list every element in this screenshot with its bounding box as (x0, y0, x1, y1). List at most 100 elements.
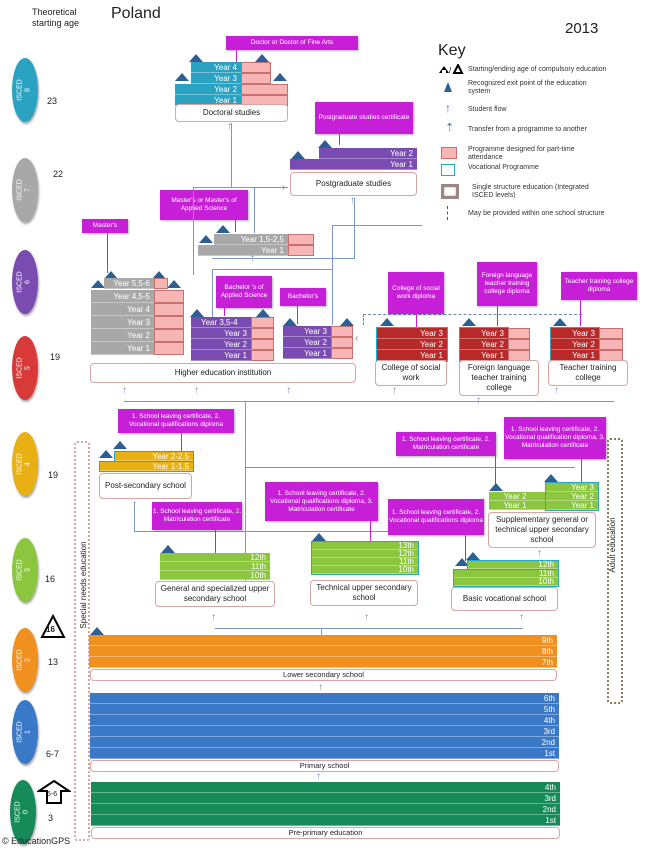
part-time-block (288, 245, 314, 256)
higher-education-institution-box: Higher education institution (90, 363, 356, 383)
special-needs-label: Special needs education (79, 541, 88, 629)
age-heading: Theoretical starting age (32, 7, 80, 28)
isced-2-pill: ISCED 2 (12, 628, 38, 692)
exit-point-icon (216, 225, 230, 233)
exit-point-icon (380, 318, 394, 326)
doctoral-years-lower: Year 2 Year 1 (175, 84, 241, 106)
part-time-block (154, 278, 168, 289)
compulsory-age-icon: / (438, 62, 464, 77)
part-time-block (241, 84, 288, 106)
exit-point-icon (340, 318, 354, 326)
part-time-block (331, 326, 353, 359)
award-connector (495, 456, 497, 484)
flow-line (193, 187, 195, 275)
exit-point-icon (91, 280, 105, 288)
award-connector (416, 314, 418, 328)
age-isced-2: 13 (48, 657, 59, 667)
exit-point-icon (113, 441, 127, 449)
award-teacher-training: Teacher training college diploma (561, 272, 637, 300)
part-time-block (288, 234, 314, 245)
copyright-text: © EducationGPS (2, 836, 71, 846)
primary-school-box: Primary school (90, 760, 559, 772)
supplementary-upper-secondary-box: Supplementary general or technical upper… (488, 512, 596, 548)
exit-point-icon (553, 318, 567, 326)
compulsory-end-triangle-icon: 16 (40, 613, 66, 640)
pre-primary-education-box: Pre-primary education (91, 827, 560, 839)
exit-point-icon (161, 545, 175, 553)
flow-line (193, 187, 288, 189)
exit-point-icon (152, 271, 166, 279)
flow-arrow-icon: ↑ (286, 385, 291, 396)
award-connector (181, 433, 183, 453)
key-title: Key (438, 42, 466, 59)
key-item-label: Single structure education (Integrated I… (472, 184, 589, 199)
flow-arrow-icon: ↑ (250, 253, 255, 264)
exit-point-icon (455, 558, 469, 566)
award-supplementary-technical: 1. School leaving certificate, 2. Vocati… (504, 417, 606, 459)
isced-5-pill: ISCED 5 (12, 336, 38, 400)
teacher-training-years: Year 3 Year 2 Year 1 (550, 327, 600, 362)
doctoral-studies-box: Doctoral studies (175, 104, 288, 122)
transfer-dashed-arrow-icon: ⇡ (445, 122, 455, 134)
supplementary-general-years: Year 2 Year 1 (489, 492, 545, 510)
primary-years: 6th 5th 4th 3rd 2nd 1st (90, 693, 559, 759)
adult-education-label: Adult education (608, 517, 617, 573)
award-connector (224, 308, 226, 316)
masters-second-year-2: Year 1,5-2,5 (214, 234, 288, 245)
exit-point-icon (189, 54, 203, 62)
transfer-dashed-line (363, 314, 582, 325)
key-item-label: Student flow (468, 106, 507, 113)
isced-0-pill: ISCED 0 (10, 780, 36, 844)
masters-second-year-1: Year 1 (198, 245, 288, 256)
award-connector (370, 521, 372, 541)
award-foreign-language: Foreign language teacher training colleg… (477, 262, 537, 306)
exit-point-icon (318, 140, 332, 148)
basic-vocational-school-box: Basic vocational school (451, 587, 558, 611)
award-connector (215, 530, 217, 554)
college-social-work-box: College of social work (375, 360, 447, 386)
social-work-years: Year 3 Year 2 Year 1 (376, 327, 448, 362)
award-connector (297, 306, 299, 324)
award-connector (580, 300, 582, 326)
year-label: 2013 (565, 20, 599, 37)
exit-point-icon (283, 318, 297, 326)
flow-line (212, 269, 332, 271)
general-upper-secondary-box: General and specialized upper secondary … (155, 581, 275, 607)
age-isced-3: 16 (45, 574, 56, 584)
part-time-block (241, 62, 271, 84)
award-masters-second-cycle: Master's or Master's of Applied Science (160, 190, 248, 220)
award-connector (497, 306, 499, 326)
award-bachelor: Bachelor's (280, 288, 326, 306)
isced-7-pill: ISCED 7 (12, 158, 38, 222)
key-item-label: Transfer from a programme to another (468, 126, 587, 133)
flow-arrow-icon: ↑ (211, 612, 216, 623)
flow-line (332, 225, 334, 325)
award-connector (465, 535, 467, 561)
flow-arrow-icon: ↑ (227, 121, 232, 132)
flow-arrow-icon: ↑ (537, 548, 542, 559)
general-upper-years: 12th 11th 10th (160, 553, 270, 580)
part-time-block (508, 328, 530, 361)
award-postgraduate: Postgraduate studies certificate (315, 102, 413, 134)
flow-line (332, 225, 422, 227)
exit-point-icon (190, 309, 204, 317)
flow-line (354, 198, 356, 259)
exit-point-icon (444, 82, 452, 92)
isced-6-pill: ISCED 6 (12, 250, 38, 314)
key-legend: Key / Starting/ending age of compulsory … (438, 42, 643, 250)
part-time-swatch-icon (441, 147, 457, 159)
lower-secondary-years: 9th 8th 7th (89, 635, 557, 668)
dashed-line-icon (447, 206, 448, 220)
exit-point-icon (99, 450, 113, 458)
flow-arrow-icon: ↑ (364, 612, 369, 623)
award-social-work: College of social work diploma (388, 272, 444, 314)
exit-point-icon (312, 533, 326, 541)
bachelor-years: Year 3 Year 2 Year 1 (283, 326, 331, 359)
award-connector (581, 459, 583, 483)
flow-arrow-icon: › (282, 182, 286, 193)
postgraduate-year-1: Year 1 (290, 159, 417, 170)
postgraduate-studies-box: Postgraduate studies (290, 172, 417, 196)
post-secondary-year-1: Year 1-1.5 (99, 461, 194, 472)
flow-line (215, 628, 523, 630)
age-isced-0: 3 (48, 813, 54, 823)
